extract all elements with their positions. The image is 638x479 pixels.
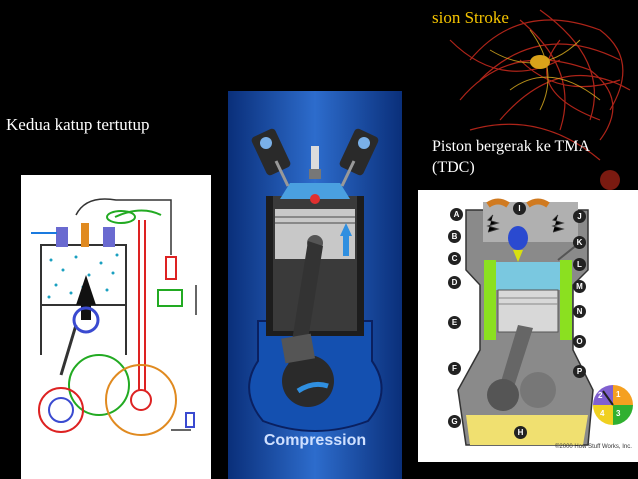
stroke-wheel-2: 2: [598, 391, 603, 400]
part-label-l: L: [573, 258, 586, 271]
part-label-d: D: [448, 276, 461, 289]
part-label-j: J: [573, 210, 586, 223]
part-label-a: A: [450, 208, 463, 221]
stroke-wheel-3: 3: [616, 409, 621, 418]
schematic-engine-diagram: [21, 175, 211, 479]
part-label-f: F: [448, 362, 461, 375]
compression-label: Compression: [263, 432, 367, 449]
part-label-h: H: [514, 426, 527, 439]
slide-title: sion Stroke: [432, 8, 509, 27]
part-label-n: N: [573, 305, 586, 318]
part-label-o: O: [573, 335, 586, 348]
copyright-text: ©2000 How Stuff Works, Inc.: [555, 444, 632, 450]
stroke-wheel-1: 1: [616, 390, 621, 399]
stroke-wheel-4: 4: [600, 409, 605, 418]
part-label-i: I: [513, 202, 526, 215]
part-label-k: K: [573, 236, 586, 249]
part-label-e: E: [448, 316, 461, 329]
compression-illustration: [228, 91, 402, 479]
part-label-c: C: [448, 252, 461, 265]
caption-valves-closed: Kedua katup tertutup: [6, 115, 150, 134]
part-label-m: M: [573, 280, 586, 293]
labeled-engine-cross-section: A B C D E F G H I J K L M N O P 1 2 3 4: [418, 190, 638, 462]
part-label-g: G: [448, 415, 461, 428]
part-label-p: P: [573, 365, 586, 378]
part-label-b: B: [448, 230, 461, 243]
caption-piston-moves: Piston bergerak ke TMA (TDC): [432, 138, 590, 176]
